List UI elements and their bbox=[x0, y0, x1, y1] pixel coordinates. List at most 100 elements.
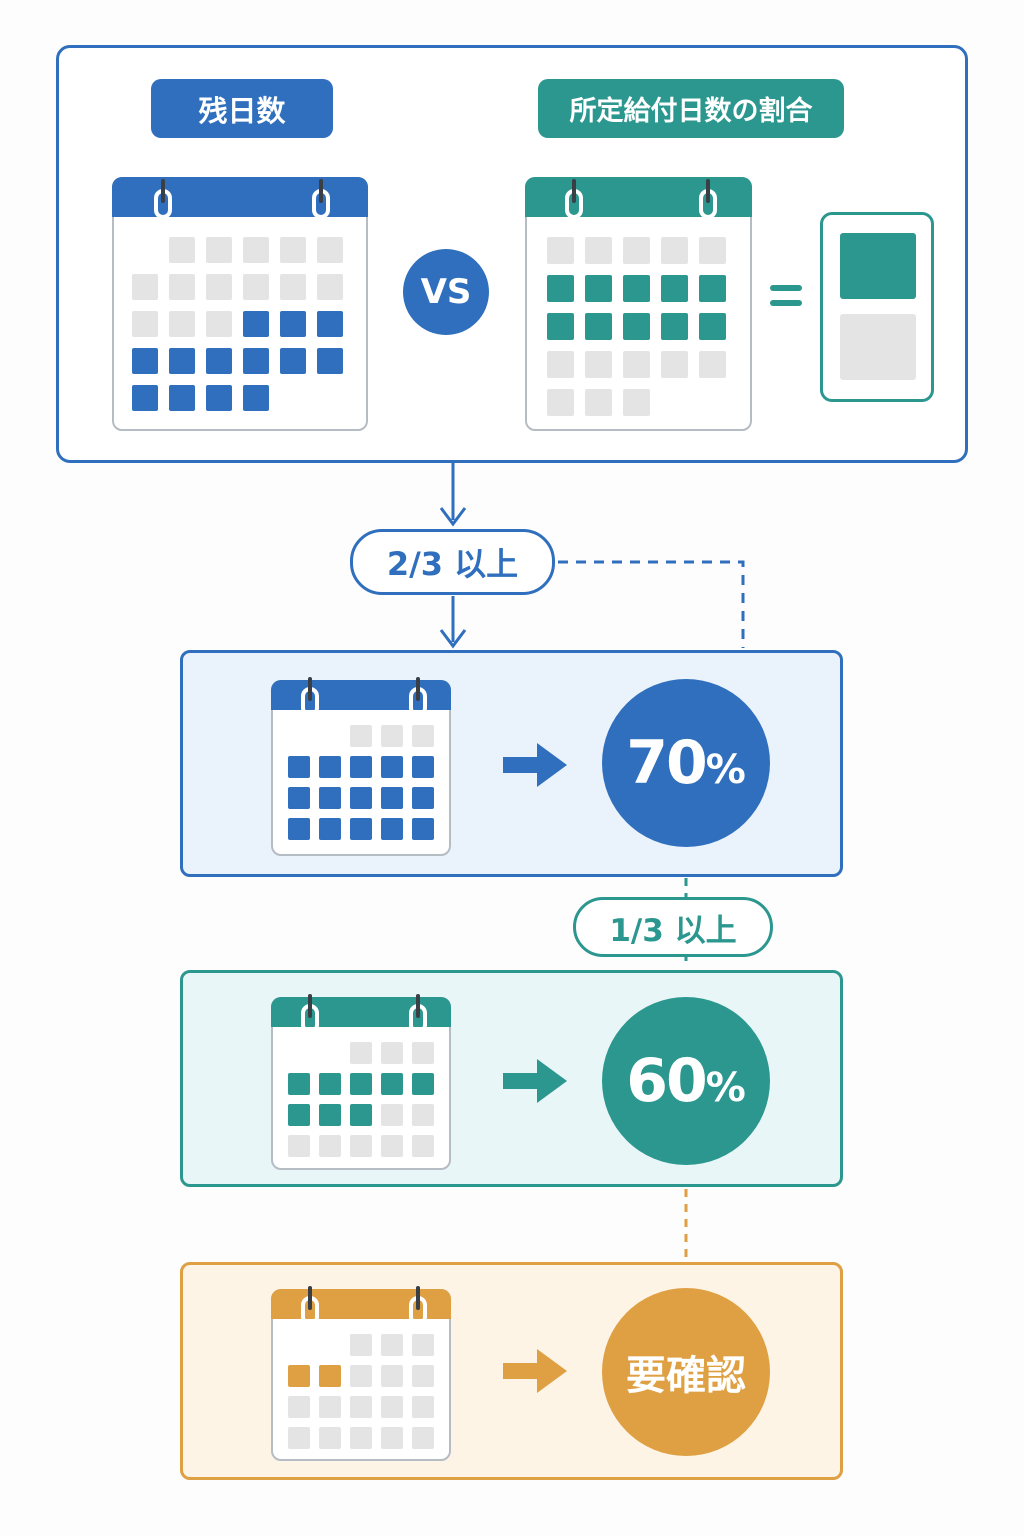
condition-two-thirds: 2/3 以上 bbox=[350, 529, 555, 595]
calendar-day-empty bbox=[132, 311, 158, 337]
calendar-day-empty bbox=[243, 237, 269, 263]
calendar-ring-icon bbox=[154, 179, 172, 219]
calendar-header bbox=[525, 177, 752, 217]
calendar-day-filled bbox=[623, 275, 650, 302]
calendar-day-empty bbox=[350, 1334, 372, 1356]
calendar-day-filled bbox=[381, 756, 403, 778]
calendar-day-blank bbox=[661, 389, 688, 416]
calendar-day-filled bbox=[585, 275, 612, 302]
calendar-ring-icon bbox=[301, 677, 319, 717]
calendar-day-empty bbox=[319, 1135, 341, 1157]
calendar-day-empty bbox=[350, 1396, 372, 1418]
calendar-day-blank bbox=[288, 1334, 310, 1356]
calendar-ring-icon bbox=[409, 677, 427, 717]
calendar-day-empty bbox=[206, 274, 232, 300]
condition-to-tier1-arrow bbox=[439, 596, 467, 649]
calendar-day-empty bbox=[350, 1042, 372, 1064]
calendar-day-empty bbox=[585, 389, 612, 416]
calendar-day-filled bbox=[288, 787, 310, 809]
calendar-day-filled bbox=[547, 313, 574, 340]
calendar-day-empty bbox=[243, 274, 269, 300]
calendar-day-empty bbox=[381, 1427, 403, 1449]
calendar-day-filled bbox=[623, 313, 650, 340]
benefit-days-ratio-label: 所定給付日数の割合 bbox=[538, 79, 844, 138]
calendar-day-filled bbox=[317, 348, 343, 374]
rate-unit: % bbox=[705, 1065, 746, 1111]
calendar-day-filled bbox=[350, 1104, 372, 1126]
calendar-day-blank bbox=[280, 385, 306, 411]
calendar-ring-icon bbox=[301, 1286, 319, 1326]
calendar-day-filled bbox=[585, 313, 612, 340]
calendar-day-empty bbox=[412, 1334, 434, 1356]
remaining-days-calendar-icon bbox=[112, 177, 368, 431]
calendar-day-empty bbox=[317, 237, 343, 263]
calendar-day-blank bbox=[319, 1334, 341, 1356]
calendar-day-grid bbox=[288, 1334, 434, 1449]
calendar-day-empty bbox=[280, 274, 306, 300]
calendar-day-filled bbox=[132, 348, 158, 374]
rate-unit: % bbox=[705, 747, 746, 793]
calendar-ring-icon bbox=[699, 179, 717, 219]
tier2-calendar-icon bbox=[271, 994, 451, 1170]
calendar-day-empty bbox=[317, 274, 343, 300]
calendar-day-filled bbox=[288, 818, 310, 840]
calendar-day-empty bbox=[412, 1042, 434, 1064]
arrow-right-icon bbox=[503, 1349, 567, 1393]
calendar-day-empty bbox=[169, 237, 195, 263]
calendar-day-empty bbox=[585, 237, 612, 264]
calendar-day-empty bbox=[661, 237, 688, 264]
calendar-day-filled bbox=[319, 787, 341, 809]
calendar-day-filled bbox=[132, 385, 158, 411]
calendar-day-empty bbox=[412, 1396, 434, 1418]
calendar-day-grid bbox=[547, 237, 726, 416]
calendar-day-blank bbox=[699, 389, 726, 416]
calendar-day-empty bbox=[623, 351, 650, 378]
calendar-day-blank bbox=[132, 237, 158, 263]
calendar-day-empty bbox=[699, 237, 726, 264]
calendar-day-empty bbox=[381, 725, 403, 747]
condition-dashed-line bbox=[558, 560, 745, 648]
calendar-day-filled bbox=[169, 348, 195, 374]
arrow-right-icon bbox=[503, 1059, 567, 1103]
calendar-ring-icon bbox=[301, 994, 319, 1034]
calendar-day-empty bbox=[547, 389, 574, 416]
calendar-day-filled bbox=[381, 1073, 403, 1095]
calendar-day-empty bbox=[169, 311, 195, 337]
calendar-day-empty bbox=[412, 725, 434, 747]
calendar-day-empty bbox=[381, 1135, 403, 1157]
remaining-days-label: 残日数 bbox=[151, 79, 333, 138]
calendar-day-filled bbox=[350, 756, 372, 778]
calendar-day-empty bbox=[206, 237, 232, 263]
calendar-day-empty bbox=[381, 1042, 403, 1064]
calendar-day-grid bbox=[288, 725, 434, 840]
calendar-day-grid bbox=[132, 237, 343, 411]
calendar-day-filled bbox=[206, 385, 232, 411]
ratio-result-empty bbox=[840, 314, 916, 380]
calendar-day-filled bbox=[319, 818, 341, 840]
calendar-day-filled bbox=[350, 1073, 372, 1095]
rate-60-badge: 60% bbox=[602, 997, 770, 1165]
calendar-ring-icon bbox=[409, 994, 427, 1034]
calendar-day-empty bbox=[350, 1135, 372, 1157]
ratio-result-filled bbox=[840, 233, 916, 299]
calendar-day-empty bbox=[350, 1427, 372, 1449]
calendar-day-empty bbox=[381, 1104, 403, 1126]
calendar-day-empty bbox=[547, 351, 574, 378]
calendar-day-filled bbox=[412, 756, 434, 778]
calendar-day-filled bbox=[319, 756, 341, 778]
calendar-day-empty bbox=[699, 351, 726, 378]
calendar-day-filled bbox=[661, 275, 688, 302]
calendar-day-empty bbox=[412, 1104, 434, 1126]
calendar-day-empty bbox=[319, 1427, 341, 1449]
calendar-day-empty bbox=[661, 351, 688, 378]
calendar-ring-icon bbox=[312, 179, 330, 219]
calendar-day-empty bbox=[381, 1334, 403, 1356]
condition-one-third: 1/3 以上 bbox=[573, 897, 773, 957]
needs-confirmation-text: 要確認 bbox=[626, 1353, 746, 1399]
calendar-day-blank bbox=[317, 385, 343, 411]
calendar-ring-icon bbox=[565, 179, 583, 219]
vs-badge: VS bbox=[403, 249, 489, 335]
calendar-day-filled bbox=[381, 787, 403, 809]
calendar-day-filled bbox=[288, 1073, 310, 1095]
tier3-calendar-icon bbox=[271, 1286, 451, 1461]
